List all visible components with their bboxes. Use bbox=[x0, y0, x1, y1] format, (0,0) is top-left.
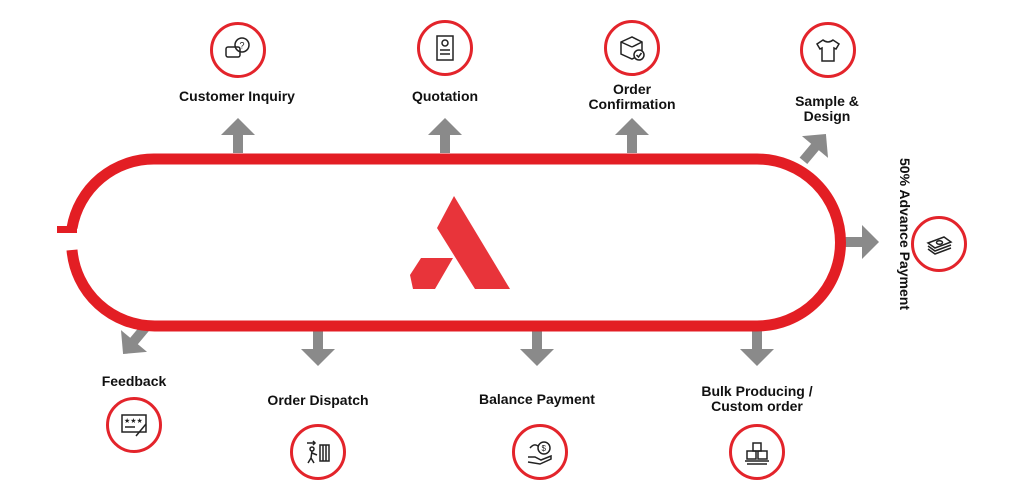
loop-track bbox=[66, 153, 846, 332]
label-sample-design: Sample & Design bbox=[795, 93, 859, 124]
box-check-icon bbox=[604, 20, 660, 76]
label-bulk-producing: Bulk Producing / Custom order bbox=[701, 383, 813, 414]
hand-coin-icon: $ bbox=[512, 424, 568, 480]
arrow-order-confirmation bbox=[615, 118, 649, 153]
arrow-customer-inquiry bbox=[221, 118, 255, 153]
pallet-boxes-icon bbox=[729, 424, 785, 480]
label-order-dispatch: Order Dispatch bbox=[267, 392, 369, 408]
label-order-confirmation: Order Confirmation bbox=[588, 81, 676, 112]
arrow-bulk-producing bbox=[740, 331, 774, 366]
arrow-order-dispatch bbox=[301, 331, 335, 366]
delivery-dolly-icon bbox=[290, 424, 346, 480]
invoice-icon bbox=[417, 20, 473, 76]
label-quotation: Quotation bbox=[411, 88, 479, 104]
arrow-balance-payment bbox=[520, 331, 554, 366]
svg-text:$: $ bbox=[542, 444, 547, 453]
company-logo bbox=[410, 196, 510, 289]
chat-question-icon: ? bbox=[210, 22, 266, 78]
label-feedback: Feedback bbox=[101, 373, 167, 389]
svg-text:★★★: ★★★ bbox=[124, 417, 143, 425]
track-start-stub bbox=[57, 226, 77, 233]
arrow-quotation bbox=[428, 118, 462, 153]
tshirt-icon bbox=[800, 22, 856, 78]
arrow-advance-payment bbox=[844, 225, 879, 259]
rating-review-icon: ★★★ bbox=[106, 397, 162, 453]
label-customer-inquiry: Customer Inquiry bbox=[179, 88, 295, 104]
label-advance-payment: 50% Advance Payment bbox=[897, 158, 913, 310]
cash-stack-icon bbox=[911, 216, 967, 272]
svg-text:?: ? bbox=[240, 41, 245, 51]
label-balance-payment: Balance Payment bbox=[479, 391, 595, 407]
